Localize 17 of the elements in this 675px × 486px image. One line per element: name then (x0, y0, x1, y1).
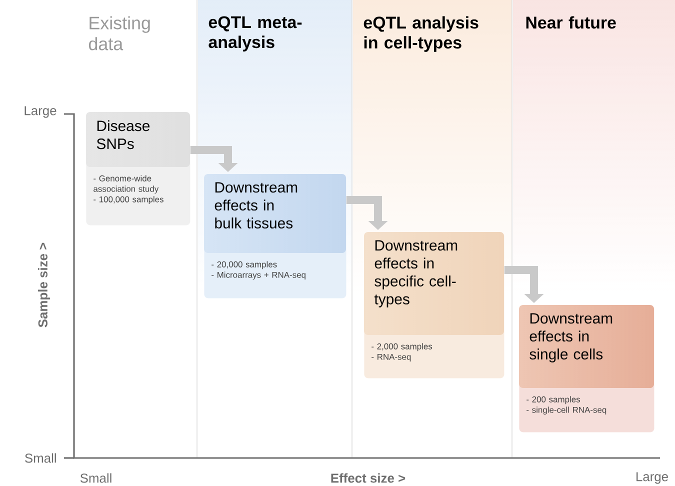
tick-label: Small (25, 453, 56, 463)
tick-label: Small (80, 473, 112, 483)
column-header: eQTL meta-analysis (208, 16, 302, 52)
stage-box: Downstream effects in bulk tissues - 20,000 samples - Microarrays + RNA-seq (204, 174, 346, 298)
axis-title: Effect size > (331, 473, 406, 483)
axis-title: Sample size > (38, 242, 50, 328)
arrow (504, 266, 544, 303)
stage-box: Disease SNPs - Genome-wide association study - 100,000 samples (86, 112, 190, 226)
column-header: eQTL analysis in cell-types (364, 16, 478, 52)
stage-box: Downstream effects in specific cell-types - 2,000 samples - RNA-seq (364, 232, 504, 378)
tick-label: Large (636, 472, 668, 484)
tick-label: Large (24, 106, 56, 118)
column-header: Existing data (88, 16, 150, 50)
arrow (346, 196, 388, 230)
arrow (190, 146, 238, 172)
stage-box: Downstream effects in single cells - 200 samples - single-cell RNA-seq (519, 305, 654, 432)
column-header: Near future (526, 16, 616, 29)
